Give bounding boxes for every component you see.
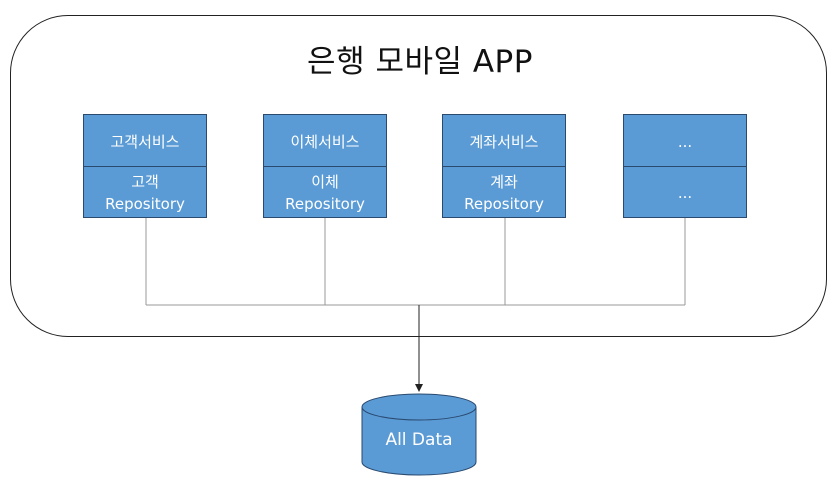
repository-label: ... [624,167,746,218]
app-title: 은행 모바일 APP [307,44,533,80]
repository-label: 이체 Repository [264,167,386,218]
service-box-transfer: 이체서비스 이체 Repository [263,114,387,218]
repository-label: 고객 Repository [84,167,206,218]
repository-name: 이체 [311,172,339,191]
repository-suffix: Repository [464,194,544,213]
db-arrow-head [415,384,423,392]
repository-label: 계좌 Repository [443,167,565,218]
service-name: ... [624,115,746,167]
repository-suffix: Repository [285,194,365,213]
database-icon [361,393,477,476]
repository-suffix: Repository [105,194,185,213]
service-name: 계좌서비스 [443,115,565,167]
service-box-customer: 고객서비스 고객 Repository [83,114,207,218]
service-name: 이체서비스 [264,115,386,167]
repository-name: 고객 [131,172,159,191]
database-label: All Data [385,430,453,450]
service-box-account: 계좌서비스 계좌 Repository [442,114,566,218]
service-name: 고객서비스 [84,115,206,167]
repository-name: ... [677,183,693,202]
repository-name: 계좌 [490,172,518,191]
service-box-more: ... ... [623,114,747,218]
